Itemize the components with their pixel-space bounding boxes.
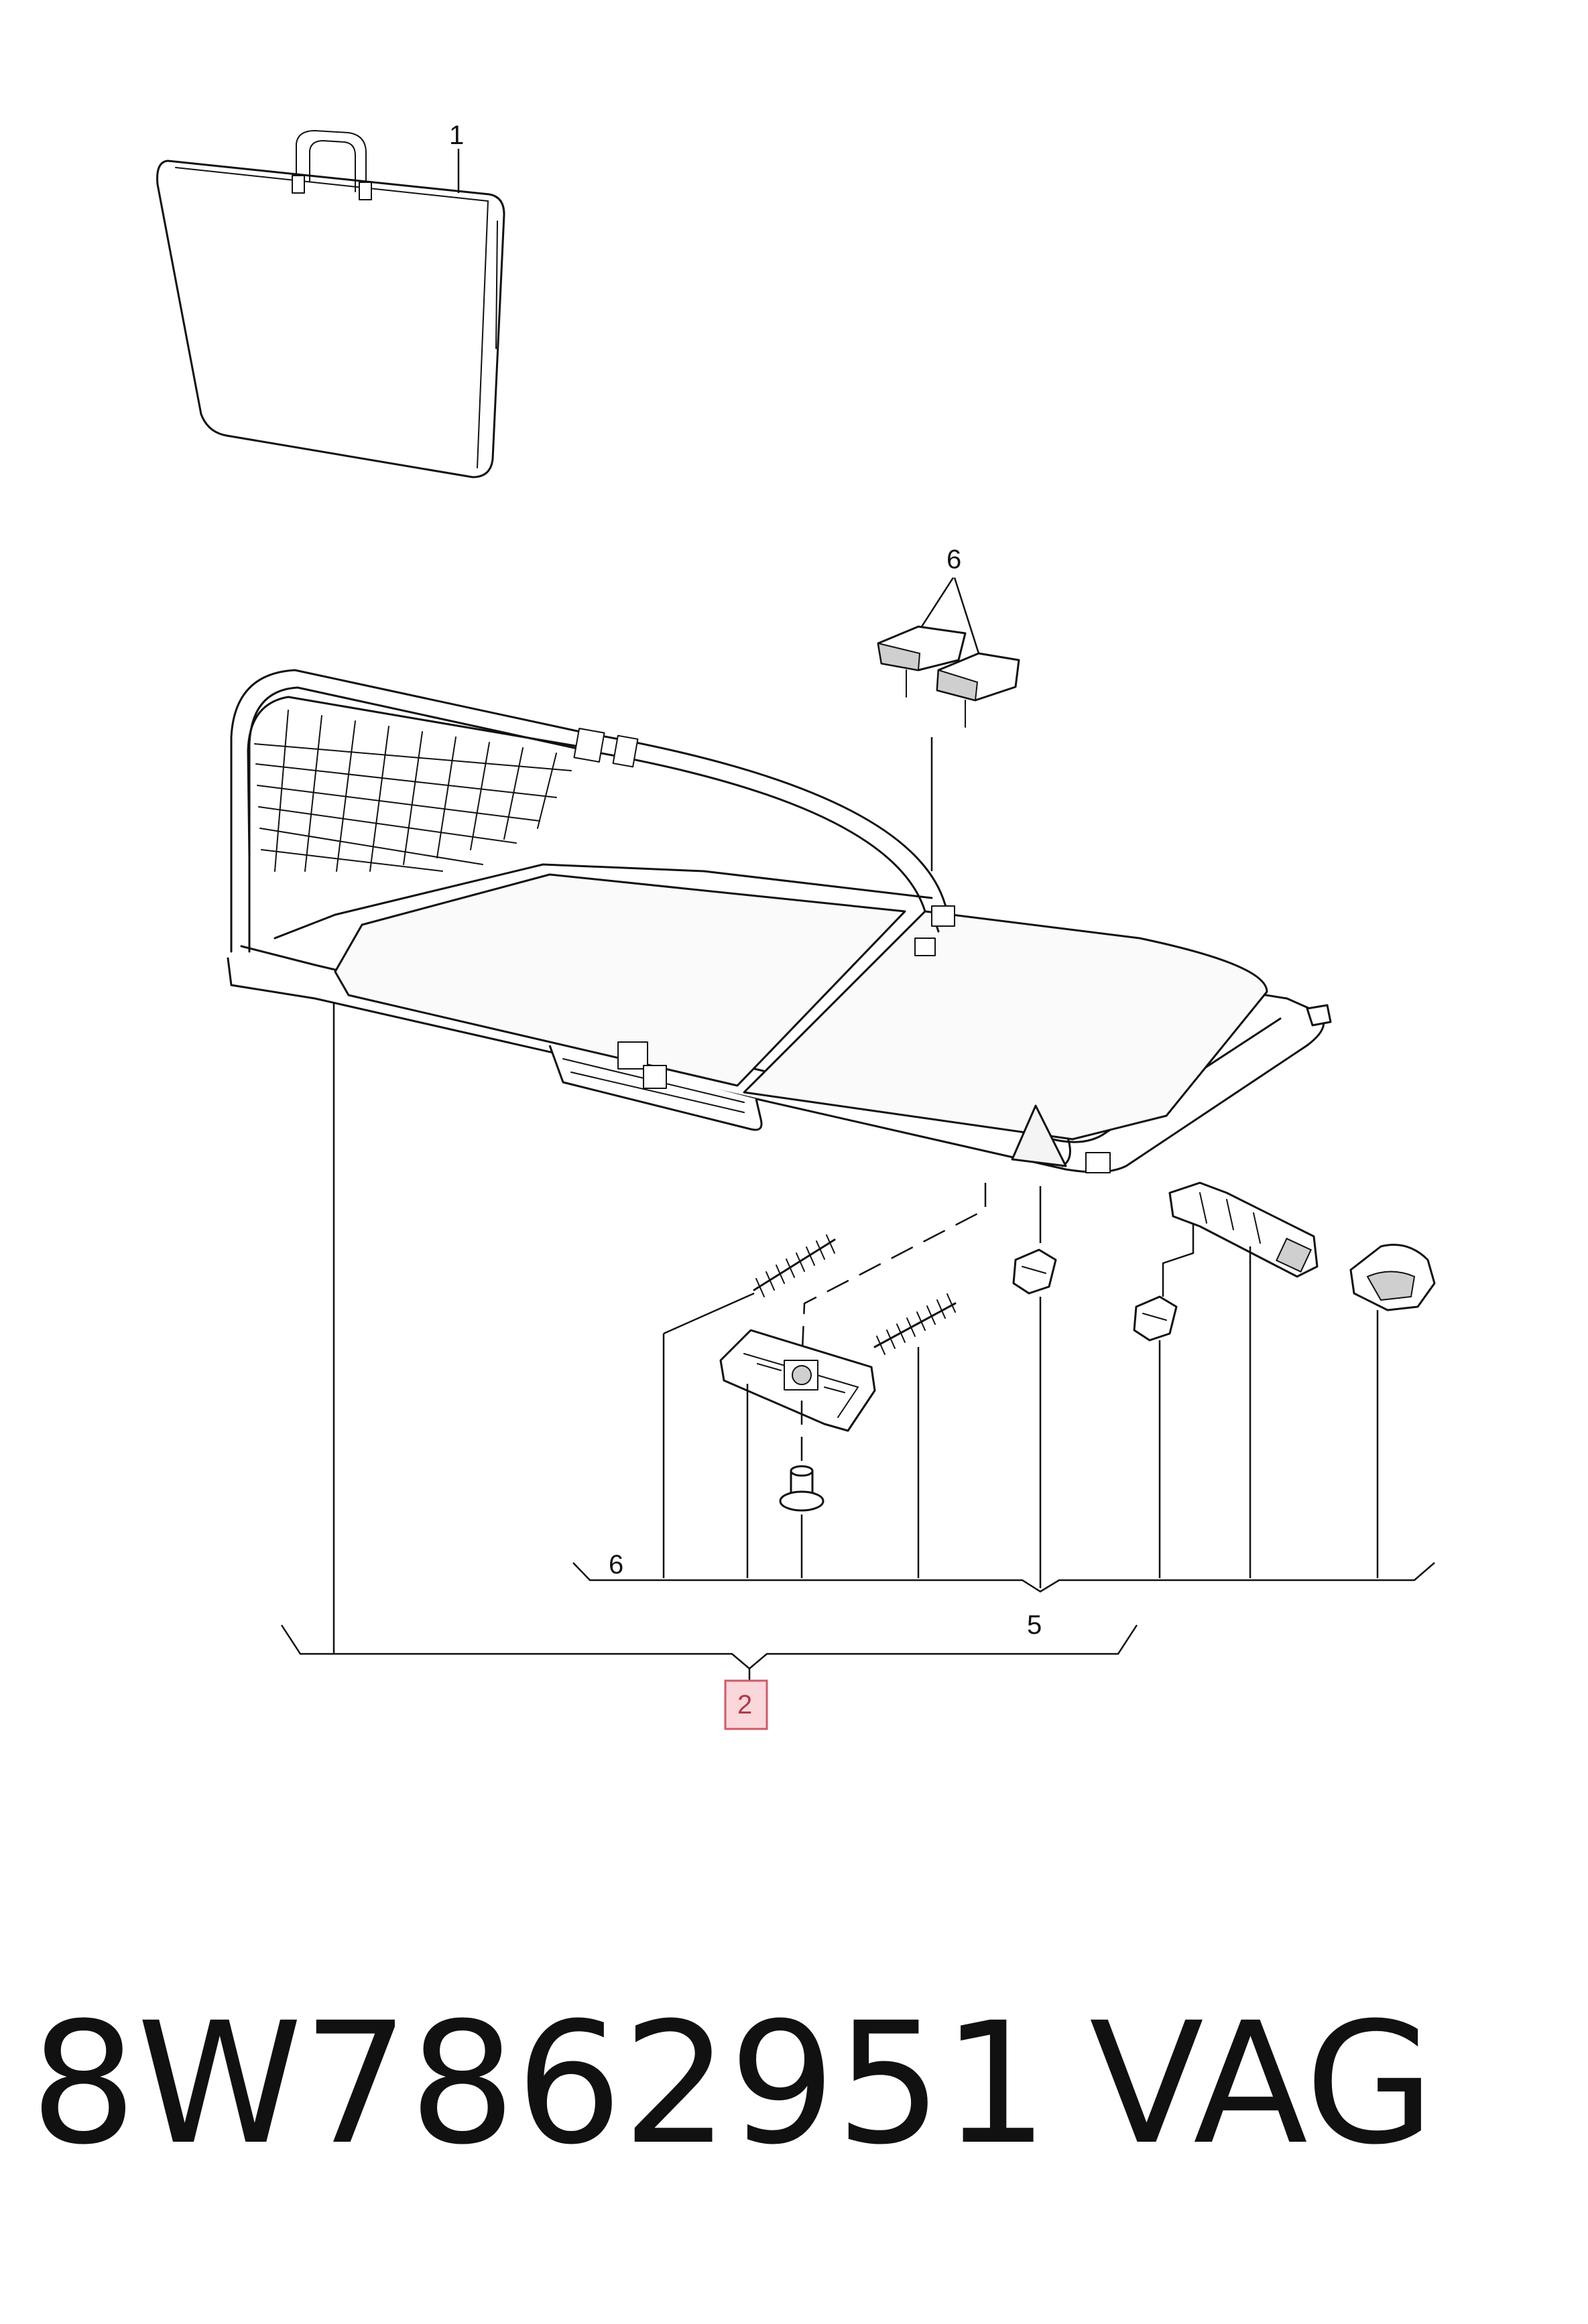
- callout-6-top: 6: [920, 545, 980, 871]
- clip-2: [1133, 1295, 1178, 1342]
- latch-housing: [719, 1329, 876, 1432]
- callout-1-label: 1: [449, 121, 464, 150]
- callout-1: 1: [449, 121, 464, 193]
- cover-caps: [877, 625, 1020, 728]
- callout-2-label: 2: [737, 1690, 752, 1720]
- callout-6-bottom-label: 6: [609, 1550, 623, 1579]
- callout-2-badge: 2: [724, 1679, 768, 1730]
- clip-1: [1012, 1248, 1057, 1295]
- brand-caption: VAG: [1089, 1986, 1435, 2181]
- bracket-5-leaders: [662, 1246, 1379, 1588]
- bracket-5: 6 5: [572, 1550, 1435, 1640]
- release-lever: [1168, 1181, 1319, 1278]
- callout-6-top-label: 6: [946, 545, 961, 574]
- part-number-caption: 8W7862951: [30, 1986, 1049, 2181]
- pivot-pin: [779, 1465, 824, 1512]
- mesh-net: [247, 696, 585, 872]
- push-button-cap: [1349, 1244, 1436, 1311]
- spring-left: [753, 1234, 836, 1297]
- spring-right: [873, 1293, 957, 1355]
- callout-5-label: 5: [1027, 1610, 1042, 1640]
- wind-deflector-frame: [227, 669, 1332, 1173]
- bracket-2: [280, 1624, 1138, 1681]
- storage-bag: [156, 129, 505, 478]
